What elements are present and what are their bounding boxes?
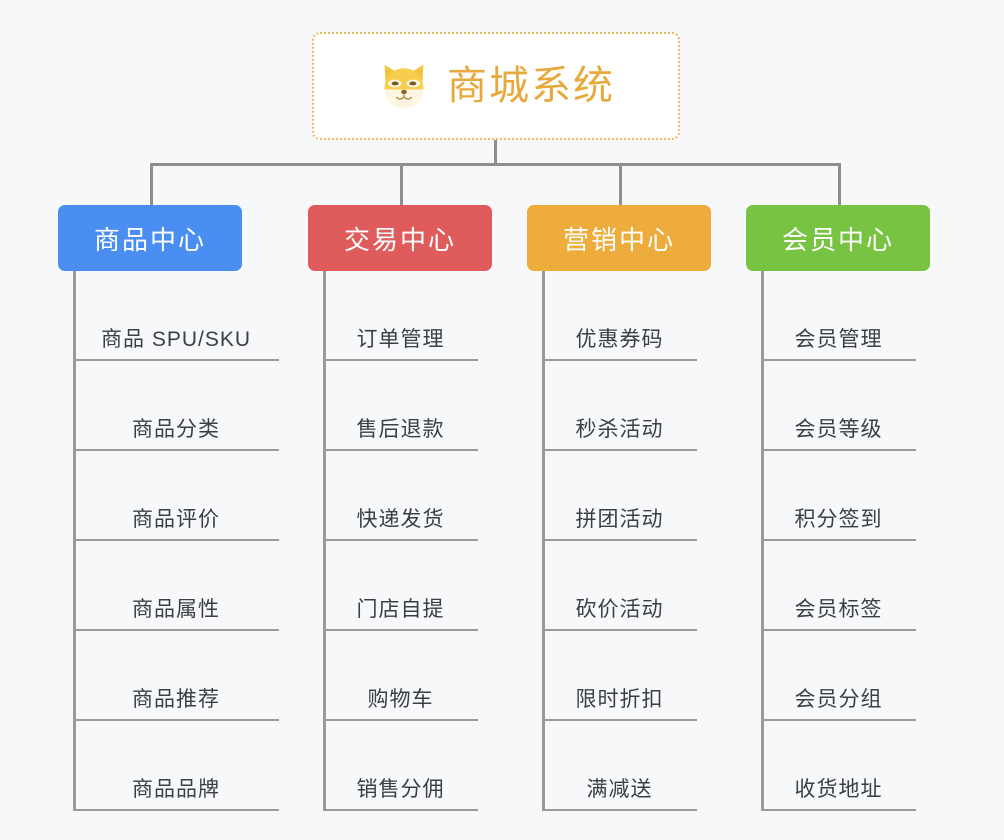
leaf-item-trade-center-1[interactable]: 订单管理 [323, 271, 478, 361]
leaf-item-marketing-center-6[interactable]: 满减送 [542, 721, 697, 811]
leaf-spine [542, 271, 545, 811]
category-label: 商品中心 [93, 224, 206, 255]
leaf-item-trade-center-4[interactable]: 门店自提 [323, 541, 478, 631]
leaf-item-label: 商品属性 [132, 598, 220, 621]
leaf-item-label: 积分签到 [794, 508, 883, 531]
leaf-item-member-center-5[interactable]: 会员分组 [761, 631, 916, 721]
leaf-spine [73, 271, 76, 811]
leaf-item-label: 会员管理 [794, 328, 883, 351]
leaf-item-member-center-2[interactable]: 会员等级 [761, 361, 916, 451]
leaf-item-label: 购物车 [367, 688, 434, 711]
leaf-item-label: 订单管理 [356, 328, 445, 351]
leaf-item-label: 拼团活动 [575, 508, 664, 531]
leaf-item-member-center-4[interactable]: 会员标签 [761, 541, 916, 631]
leaf-item-product-center-6[interactable]: 商品品牌 [73, 721, 279, 811]
leaf-item-label: 会员等级 [794, 418, 883, 441]
connector-drop-member-center [838, 163, 841, 206]
leaf-item-label: 满减送 [586, 778, 653, 801]
leaf-item-member-center-6[interactable]: 收货地址 [761, 721, 916, 811]
leaf-item-trade-center-5[interactable]: 购物车 [323, 631, 478, 721]
leaf-item-marketing-center-5[interactable]: 限时折扣 [542, 631, 697, 721]
leaf-item-member-center-1[interactable]: 会员管理 [761, 271, 916, 361]
category-label: 交易中心 [343, 224, 456, 255]
leaf-item-trade-center-3[interactable]: 快递发货 [323, 451, 478, 541]
category-box-member-center[interactable]: 会员中心 [746, 205, 930, 271]
leaf-item-label: 商品 SPU/SKU [100, 328, 252, 351]
root-title: 商城系统 [447, 64, 615, 108]
leaf-item-label: 秒杀活动 [575, 418, 664, 441]
leaf-item-product-center-4[interactable]: 商品属性 [73, 541, 279, 631]
leaf-item-label: 会员分组 [794, 688, 883, 711]
leaf-item-label: 商品推荐 [132, 688, 220, 711]
leaf-item-label: 砍价活动 [575, 598, 664, 621]
leaf-spine [761, 271, 764, 811]
category-box-product-center[interactable]: 商品中心 [58, 205, 242, 271]
leaf-item-label: 售后退款 [356, 418, 445, 441]
leaf-item-label: 优惠券码 [575, 328, 664, 351]
leaf-spine [323, 271, 326, 811]
leaf-item-label: 快递发货 [356, 508, 445, 531]
leaf-item-product-center-2[interactable]: 商品分类 [73, 361, 279, 451]
shiba-dog-icon [384, 64, 424, 109]
connector-drop-trade-center [400, 163, 403, 206]
leaf-item-product-center-3[interactable]: 商品评价 [73, 451, 279, 541]
leaf-item-marketing-center-2[interactable]: 秒杀活动 [542, 361, 697, 451]
leaf-item-trade-center-2[interactable]: 售后退款 [323, 361, 478, 451]
leaf-item-label: 商品品牌 [132, 778, 220, 801]
connector-root-stem [494, 140, 497, 165]
leaf-item-label: 商品分类 [132, 418, 220, 441]
leaf-item-trade-center-6[interactable]: 销售分佣 [323, 721, 478, 811]
leaf-item-marketing-center-3[interactable]: 拼团活动 [542, 451, 697, 541]
category-box-trade-center[interactable]: 交易中心 [308, 205, 492, 271]
leaf-item-member-center-3[interactable]: 积分签到 [761, 451, 916, 541]
leaf-item-label: 销售分佣 [356, 778, 445, 801]
leaf-item-marketing-center-1[interactable]: 优惠券码 [542, 271, 697, 361]
leaf-item-product-center-5[interactable]: 商品推荐 [73, 631, 279, 721]
leaf-item-label: 会员标签 [794, 598, 883, 621]
connector-horizontal-bus [150, 163, 841, 166]
root-node-shop-system[interactable]: 商城系统 [312, 32, 680, 140]
connector-drop-product-center [150, 163, 153, 206]
connector-drop-marketing-center [619, 163, 622, 206]
leaf-item-label: 商品评价 [132, 508, 220, 531]
leaf-item-label: 限时折扣 [575, 688, 664, 711]
leaf-item-label: 门店自提 [356, 598, 445, 621]
leaf-item-product-center-1[interactable]: 商品 SPU/SKU [73, 271, 279, 361]
category-label: 营销中心 [562, 224, 675, 255]
category-box-marketing-center[interactable]: 营销中心 [527, 205, 711, 271]
leaf-item-marketing-center-4[interactable]: 砍价活动 [542, 541, 697, 631]
category-label: 会员中心 [781, 224, 894, 255]
leaf-item-label: 收货地址 [794, 778, 883, 801]
